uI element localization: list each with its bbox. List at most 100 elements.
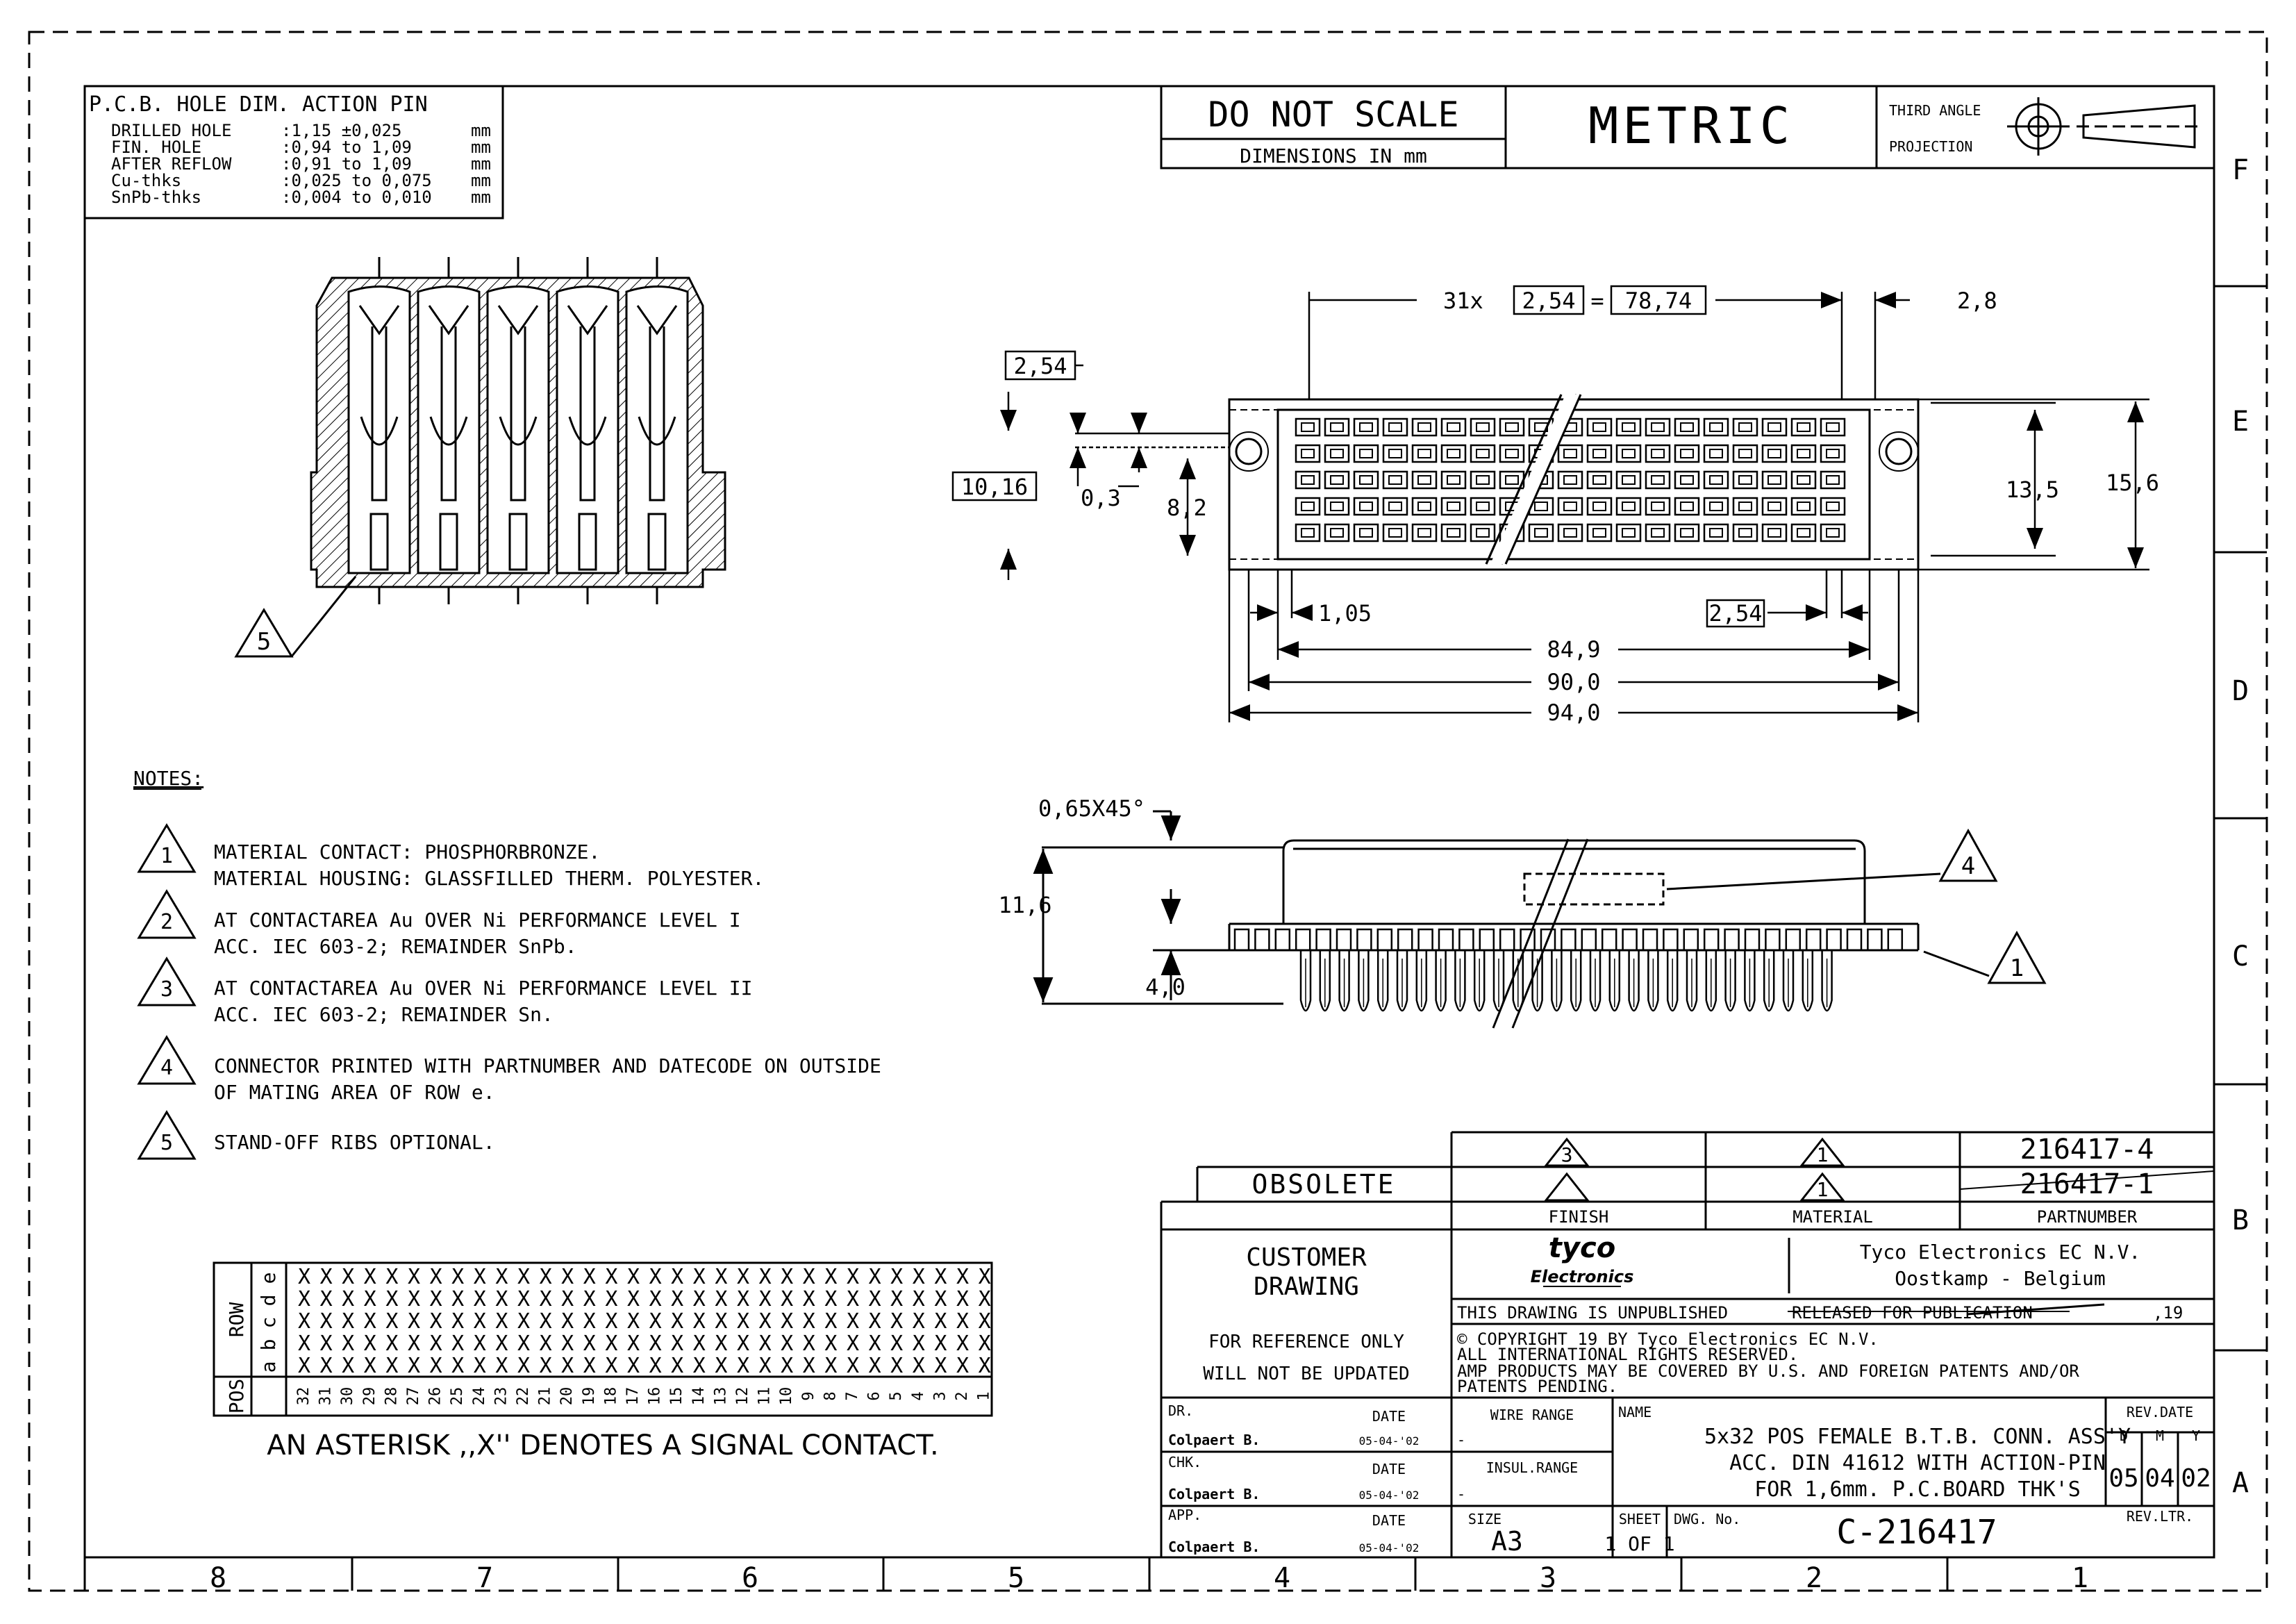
date-label: DATE bbox=[1372, 1512, 1406, 1529]
rev-month-label: M bbox=[2156, 1427, 2164, 1444]
signal-contact-mark: X bbox=[869, 1287, 881, 1311]
note-4-number: 4 bbox=[160, 1056, 173, 1080]
dim-len-940: 94,0 bbox=[1547, 699, 1600, 726]
contact-cavity bbox=[1470, 417, 1496, 437]
signal-contact-mark: X bbox=[913, 1287, 925, 1311]
signal-contact-mark: X bbox=[627, 1265, 640, 1289]
contact-cavity bbox=[1353, 470, 1379, 490]
action-pin bbox=[1435, 950, 1447, 1012]
contact-slot bbox=[1592, 449, 1606, 458]
signal-contact-mark: X bbox=[430, 1354, 442, 1378]
signal-contact-mark: X bbox=[583, 1309, 596, 1334]
action-pin bbox=[1686, 950, 1698, 1012]
contact-slot bbox=[1680, 475, 1694, 485]
signal-contact-mark: X bbox=[517, 1354, 530, 1378]
signal-contact-mark: X bbox=[890, 1265, 903, 1289]
standoff-rib bbox=[1765, 928, 1781, 950]
contact-slot bbox=[1447, 475, 1461, 485]
rev-day-value: 05 bbox=[2108, 1464, 2138, 1493]
dim-standoff-40: 4,0 bbox=[1145, 974, 1186, 1000]
signal-contact-mark: X bbox=[451, 1309, 464, 1334]
contact-slot bbox=[1417, 475, 1431, 485]
signal-contact-mark: X bbox=[979, 1332, 991, 1356]
signal-contact-mark: X bbox=[671, 1354, 683, 1378]
contact-cavity bbox=[1615, 470, 1642, 490]
contact-slot bbox=[1797, 528, 1811, 538]
zone-col-7: 7 bbox=[476, 1562, 493, 1594]
note-text: ACC. IEC 603-2; REMAINDER SnPb. bbox=[214, 935, 577, 958]
app-label: APP. bbox=[1168, 1507, 1201, 1523]
standoff-rib bbox=[1642, 928, 1658, 950]
position-number: 29 bbox=[361, 1387, 378, 1406]
position-number: 17 bbox=[624, 1387, 642, 1406]
contact-cavity bbox=[1645, 497, 1671, 516]
contact-slot bbox=[1359, 502, 1373, 511]
reference-only: FOR REFERENCE ONLY bbox=[1208, 1332, 1404, 1352]
contact-cavity bbox=[1674, 417, 1700, 437]
signal-contact-mark: X bbox=[649, 1354, 662, 1378]
signal-contact-mark: X bbox=[495, 1309, 508, 1334]
contact-slot bbox=[1767, 502, 1781, 511]
action-pin bbox=[1299, 950, 1312, 1012]
signal-contact-mark: X bbox=[342, 1265, 354, 1289]
material-triangle-2: 1 bbox=[1817, 1178, 1829, 1201]
contact-slot bbox=[1826, 449, 1840, 458]
contact-cavity bbox=[1790, 417, 1817, 437]
title-block bbox=[1160, 1131, 2215, 1557]
contact-cavity bbox=[1761, 497, 1788, 516]
position-number: 31 bbox=[317, 1387, 335, 1406]
contact-cavity bbox=[1557, 523, 1583, 542]
contact-cavity bbox=[1470, 444, 1496, 463]
standoff-rib bbox=[1499, 928, 1515, 950]
zone-col-5: 5 bbox=[1008, 1562, 1024, 1594]
dim-pitch-bottom: 2,54 bbox=[1708, 600, 1762, 627]
standoff-rib bbox=[1581, 928, 1597, 950]
contact-cavity bbox=[1674, 497, 1700, 516]
dim-total-pitch: 78,74 bbox=[1625, 288, 1692, 314]
position-number: 7 bbox=[844, 1391, 861, 1400]
signal-contact-mark: X bbox=[583, 1332, 596, 1356]
partnumber-1: 216417-4 bbox=[2020, 1134, 2154, 1166]
contact-cavity bbox=[1411, 417, 1438, 437]
position-number: 4 bbox=[910, 1391, 927, 1400]
signal-contact-mark: X bbox=[934, 1287, 947, 1311]
action-pin bbox=[1647, 950, 1659, 1012]
contact-cavity bbox=[1353, 417, 1379, 437]
action-pin bbox=[1705, 950, 1717, 1012]
row-letter-d: d bbox=[257, 1295, 280, 1307]
dr-label: DR. bbox=[1168, 1402, 1193, 1419]
contact-cavity bbox=[1324, 523, 1350, 542]
contact-cavity bbox=[1645, 470, 1671, 490]
released-label: RELEASED FOR PUBLICATION bbox=[1792, 1303, 2033, 1323]
contact-cavity bbox=[1353, 523, 1379, 542]
contact-slot bbox=[1388, 475, 1402, 485]
signal-contact-mark: X bbox=[869, 1332, 881, 1356]
contact-cavity bbox=[1470, 523, 1496, 542]
signal-contact-mark: X bbox=[781, 1287, 793, 1311]
contact-slot bbox=[1709, 475, 1723, 485]
wire-range-value: - bbox=[1457, 1432, 1465, 1448]
action-pin bbox=[1628, 950, 1640, 1012]
signal-contact-mark: X bbox=[605, 1309, 617, 1334]
action-pin bbox=[1338, 950, 1350, 1012]
contact-slot bbox=[1797, 475, 1811, 485]
zone-col-6: 6 bbox=[742, 1562, 758, 1594]
contact-cavity bbox=[1732, 523, 1758, 542]
dim-end-offset: 2,8 bbox=[1957, 288, 1997, 314]
contact-cavity bbox=[1674, 470, 1700, 490]
position-number: 26 bbox=[427, 1387, 444, 1406]
contact-slot bbox=[1301, 475, 1315, 485]
contact-cavity bbox=[1790, 497, 1817, 516]
zone-column-labels: 8 7 6 5 4 3 2 1 bbox=[210, 1562, 2088, 1594]
obsolete-label: OBSOLETE bbox=[1251, 1169, 1395, 1200]
contact-cavity bbox=[1732, 470, 1758, 490]
contact-slot bbox=[1476, 422, 1490, 432]
tyco-logo: tyco bbox=[1549, 1232, 1615, 1264]
contact-cavity bbox=[1440, 523, 1467, 542]
hole-row-value: :0,91 to 1,09 bbox=[281, 154, 412, 174]
signal-contact-mark: X bbox=[605, 1332, 617, 1356]
contact-slot bbox=[1330, 528, 1344, 538]
dwg-no-label: DWG. No. bbox=[1674, 1511, 1740, 1527]
action-pin bbox=[1802, 950, 1814, 1012]
